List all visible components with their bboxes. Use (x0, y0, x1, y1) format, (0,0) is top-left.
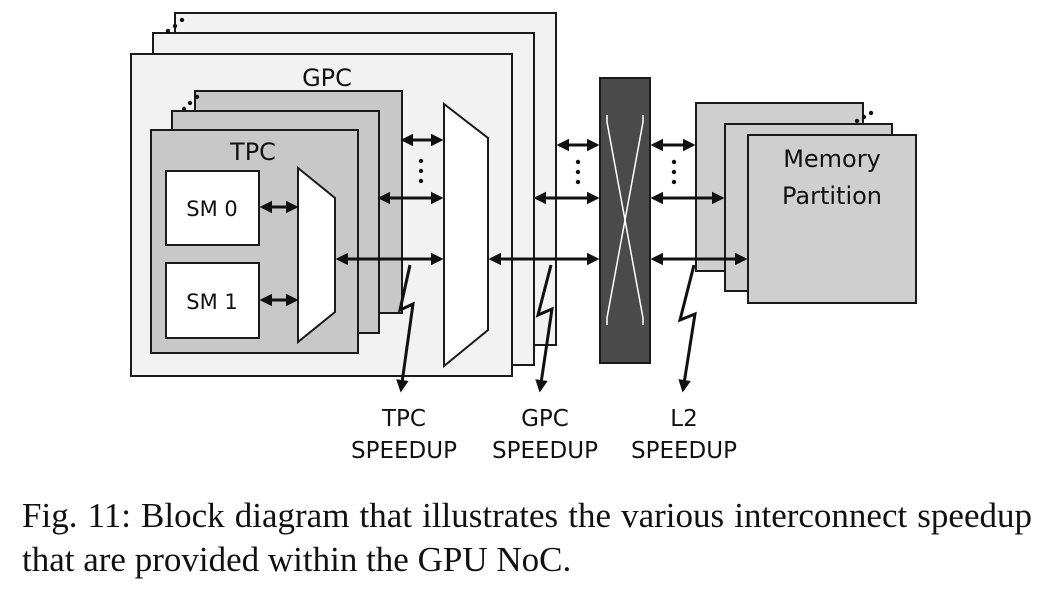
tpc-speedup-arrow (396, 264, 415, 393)
gpc-speedup-label-line2: SPEEDUP (492, 438, 598, 464)
sm0-label: SM 0 (186, 197, 238, 221)
l2-speedup-label-line2: SPEEDUP (631, 438, 737, 464)
sm1-label: SM 1 (186, 290, 238, 314)
gpc-speedup-arrow (535, 264, 554, 393)
gpc-mux (443, 101, 489, 369)
tpc-speedup-label-line1: TPC (381, 406, 426, 432)
memory-stack-dots (854, 110, 874, 124)
gpc-speedup-label-line1: GPC (521, 406, 569, 432)
gpc-stack-dots (165, 17, 185, 34)
tpc-gpcmux-dots (418, 158, 424, 184)
tpc-mux (297, 165, 336, 345)
sm0-block (165, 170, 260, 246)
xbar-mem-dots (671, 159, 677, 185)
l2-speedup-arrow (677, 264, 697, 393)
gpc-xbar-dots (575, 159, 581, 185)
sm1-block (165, 262, 260, 339)
crossbar-switch (606, 115, 644, 325)
memory-label-line2: Partition (782, 182, 882, 210)
tpc-speedup-label-line2: SPEEDUP (351, 438, 457, 464)
tpc-stack-dots (181, 94, 200, 112)
gpu-noc-block-diagram: GPC TPC SM 0 SM 1 Memory Partition (130, 12, 917, 464)
memory-partition (747, 134, 917, 304)
memory-label-line1: Memory (783, 145, 881, 173)
l2-speedup-label-line1: L2 (670, 406, 697, 432)
tpc-label: TPC (229, 138, 276, 166)
figure-caption: Fig. 11: Block diagram that illustrates … (22, 496, 1032, 579)
gpc-label: GPC (302, 64, 352, 92)
